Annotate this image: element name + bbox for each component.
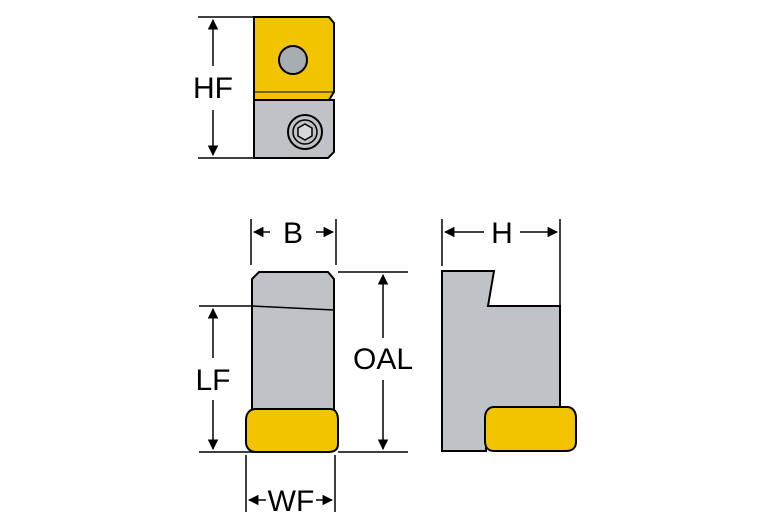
side-view: H	[441, 217, 577, 452]
oal-label: OAL	[353, 343, 413, 376]
top-view: HF	[193, 16, 335, 159]
lf-label: LF	[195, 364, 230, 397]
front-holder-step	[251, 305, 335, 311]
hex-socket-screw-icon	[287, 114, 323, 150]
b-label: B	[283, 217, 303, 250]
front-view: B OAL LF WF	[195, 217, 413, 518]
hf-label: HF	[193, 72, 233, 105]
front-holder	[251, 271, 335, 413]
h-label: H	[491, 217, 513, 250]
circle-hole-icon	[278, 45, 308, 75]
side-insert	[484, 406, 577, 452]
front-insert	[245, 408, 339, 453]
wf-label: WF	[268, 485, 315, 518]
